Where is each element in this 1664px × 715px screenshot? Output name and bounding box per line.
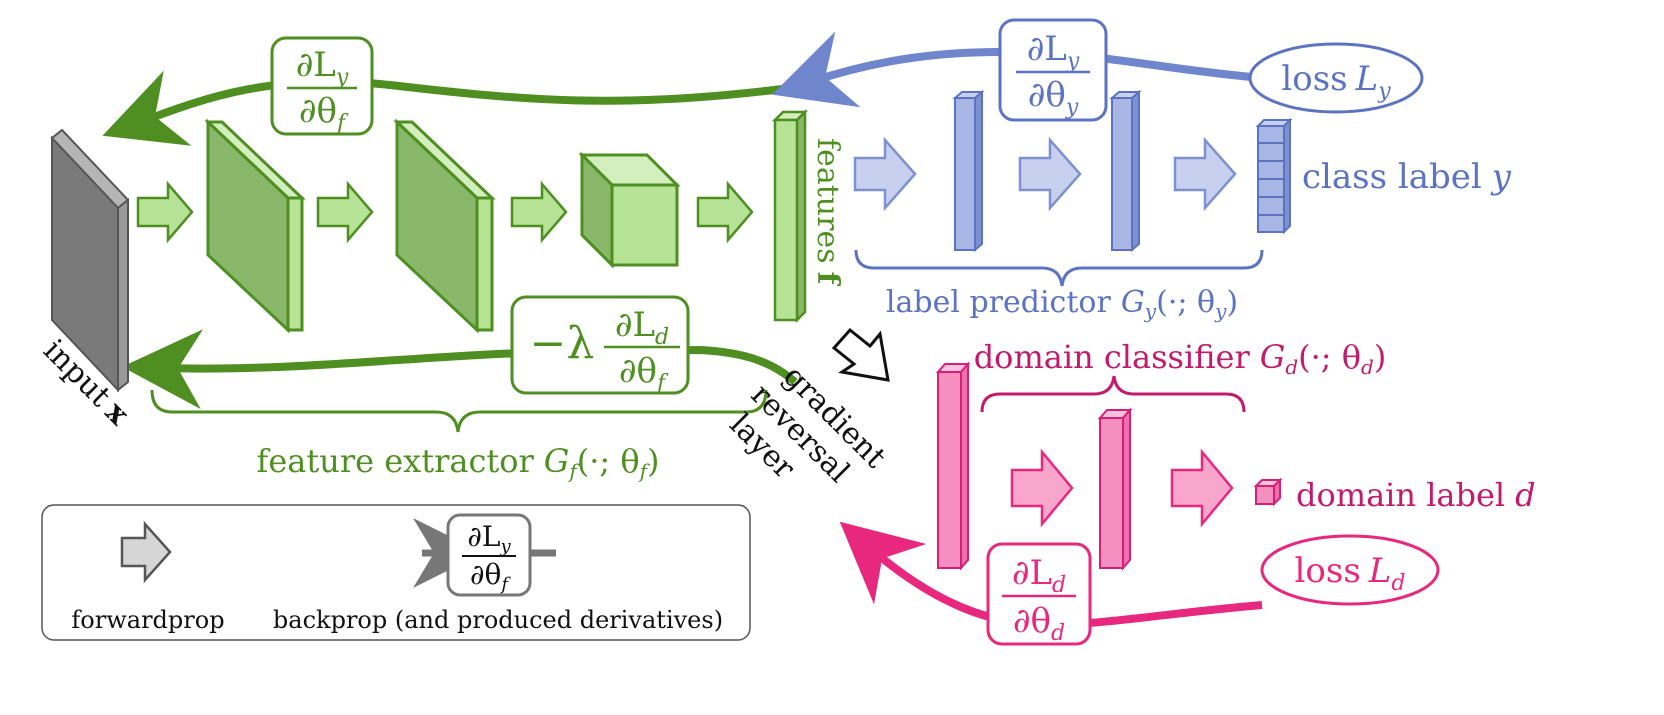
forward-arrow-icon bbox=[316, 180, 374, 244]
backprop-curve-feature-top bbox=[102, 70, 791, 146]
forward-arrow-icon bbox=[510, 180, 568, 244]
features-label: featuresf bbox=[810, 138, 845, 287]
svg-text:∂θy: ∂θy bbox=[1028, 75, 1079, 120]
legend: forwardprop ∂Ly ∂θf backprop (and produc… bbox=[41, 504, 751, 641]
label-layer-1 bbox=[952, 89, 985, 253]
forward-arrow-icon bbox=[1173, 136, 1237, 212]
svg-text:∂Ly: ∂Ly bbox=[296, 45, 349, 90]
label-predictor-brace bbox=[854, 249, 1264, 287]
derivative-box-neg-lambda: −λ ∂Ld ∂θf bbox=[510, 295, 690, 396]
forward-arrow-icon bbox=[136, 180, 194, 244]
forward-arrow-icon bbox=[1010, 448, 1074, 528]
domain-output-unit bbox=[1253, 477, 1283, 507]
forward-arrow-icon bbox=[1018, 136, 1082, 212]
svg-text:∂Ld: ∂Ld bbox=[615, 305, 669, 350]
derivative-box-dLy-dthetay: ∂Ly ∂θy bbox=[998, 18, 1108, 122]
derivative-box-dLy-dthetaf: ∂Ly ∂θf bbox=[270, 36, 374, 136]
gradient-reversal-label: gradient reversal layer bbox=[723, 359, 893, 490]
svg-text:∂Ly: ∂Ly bbox=[467, 520, 511, 557]
forward-arrow-icon bbox=[853, 136, 917, 212]
derivative-box-dLd-dthetad: ∂Ld ∂θd bbox=[986, 542, 1092, 646]
features-vector bbox=[771, 108, 809, 324]
svg-text:∂Ly: ∂Ly bbox=[1027, 29, 1080, 74]
forward-arrow-icon bbox=[1170, 448, 1234, 528]
backprop-curve-feature-bottom bbox=[122, 329, 798, 410]
svg-text:∂θd: ∂θd bbox=[1013, 601, 1065, 646]
forward-arrow-icon bbox=[696, 180, 754, 244]
conv-slab-2 bbox=[393, 118, 496, 334]
legend-backprop-label: backprop (and produced derivatives) bbox=[273, 606, 723, 634]
gradient-reversal-arrow-icon bbox=[831, 327, 890, 382]
domain-classifier-brace bbox=[980, 375, 1246, 413]
backprop-arrow-icon: ∂Ly ∂θf bbox=[446, 513, 532, 597]
label-layer-2 bbox=[1109, 89, 1142, 253]
svg-text:∂θf: ∂θf bbox=[299, 91, 349, 136]
domain-layer-2 bbox=[1097, 407, 1133, 571]
forward-arrow-icon bbox=[120, 520, 172, 584]
input-slab bbox=[50, 128, 130, 393]
svg-text:∂Ld: ∂Ld bbox=[1012, 553, 1066, 598]
legend-forwardprop-label: forwardprop bbox=[71, 606, 224, 634]
conv-slab-1 bbox=[204, 118, 306, 334]
svg-text:−λ: −λ bbox=[530, 318, 595, 369]
conv-cube bbox=[578, 151, 681, 269]
class-output-vector bbox=[1255, 117, 1293, 235]
domain-layer-1 bbox=[935, 361, 971, 571]
feature-extractor-brace bbox=[150, 389, 768, 433]
